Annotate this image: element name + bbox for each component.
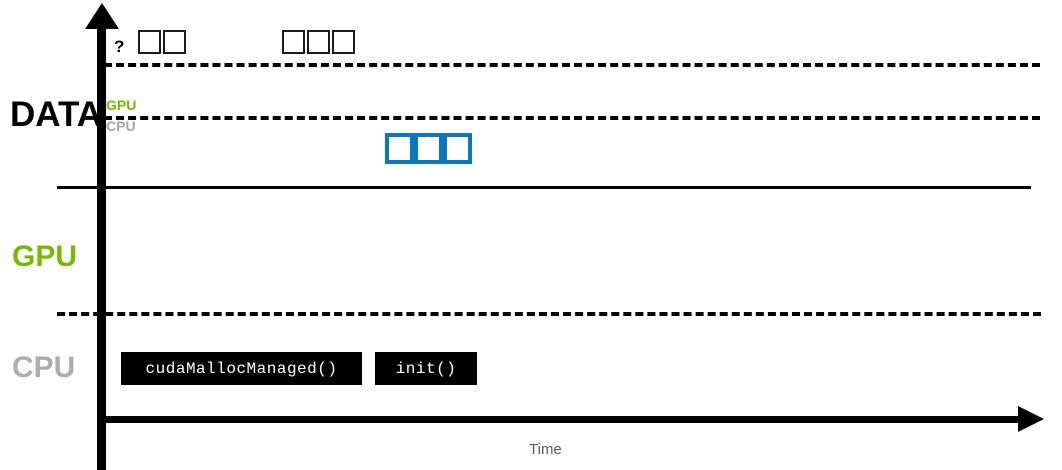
data-section-baseline <box>57 186 1031 189</box>
y-axis-label-data: DATA <box>10 95 103 134</box>
x-axis-arrowhead-icon <box>1018 406 1044 432</box>
x-axis-line <box>102 416 1022 423</box>
data-lane-divider-gpu-cpu <box>104 116 1040 120</box>
data-lane-label-gpu: GPU <box>106 97 137 113</box>
data-lane-label-cpu: CPU <box>106 118 136 134</box>
memory-page-unknown <box>163 30 186 54</box>
cpu-call-init: init() <box>375 352 477 385</box>
y-axis-arrowhead-icon <box>85 3 119 29</box>
memory-page-unknown <box>282 30 305 54</box>
memory-page-unknown <box>138 30 161 54</box>
memory-page-cpu <box>443 133 472 164</box>
data-lane-divider-top <box>104 63 1040 67</box>
memory-page-cpu <box>385 133 414 164</box>
x-axis-label-time: Time <box>529 441 562 458</box>
cpu-call-cudamallocmanaged: cudaMallocManaged() <box>121 352 362 385</box>
memory-page-cpu <box>414 133 443 164</box>
unknown-state-marker: ? <box>114 37 125 56</box>
gpu-cpu-lane-divider <box>57 312 1041 316</box>
lane-label-cpu: CPU <box>12 351 76 384</box>
y-axis-line <box>97 22 106 470</box>
memory-page-unknown <box>307 30 330 54</box>
memory-page-unknown <box>332 30 355 54</box>
lane-label-gpu: GPU <box>12 240 78 273</box>
